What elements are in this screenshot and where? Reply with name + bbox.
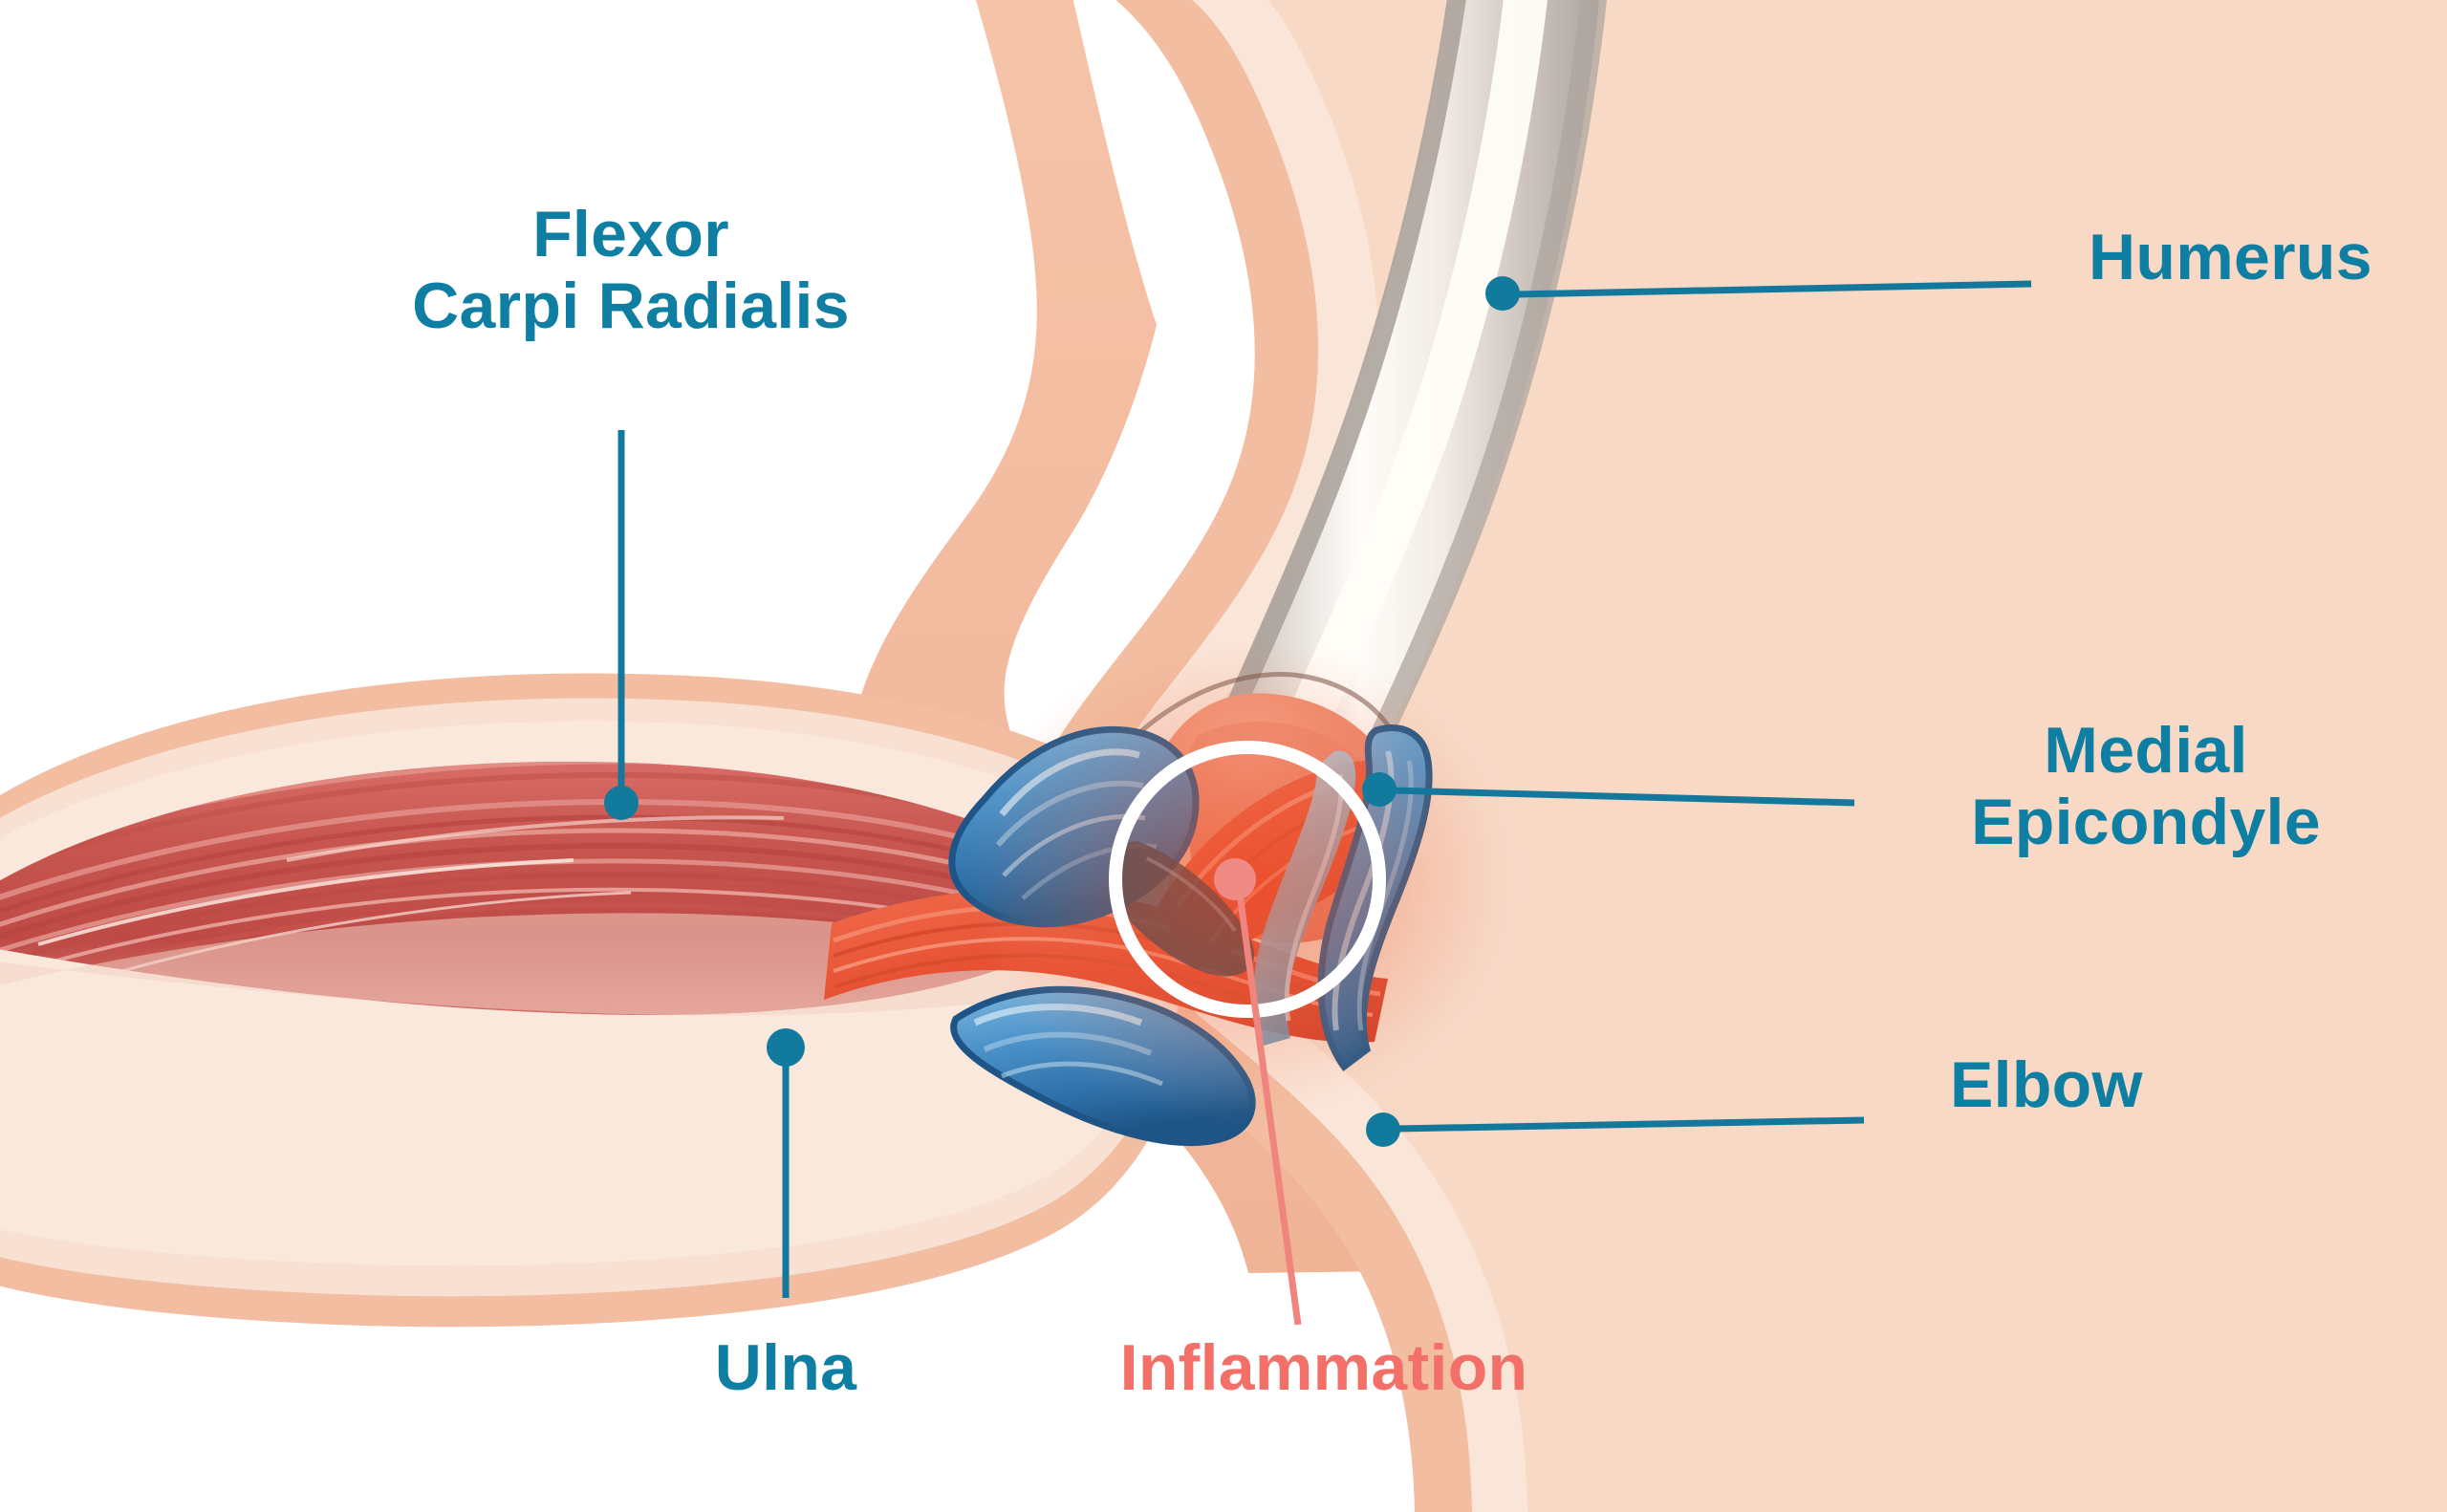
dot-ulna [767,1028,805,1067]
leader-inflammation [1236,893,1302,1326]
dot-humerus [1485,276,1520,311]
label-ulna: Ulna [714,1331,857,1404]
label-flexor-carpi-radialis: Flexor Carpi Radialis [412,198,850,342]
leader-lines [604,276,2032,1326]
leader-humerus [1514,280,2032,298]
leader-medial-epicondyle [1391,787,1855,807]
label-inflammation: Inflammation [1119,1331,1528,1404]
dot-elbow [1366,1112,1400,1147]
label-humerus: Humerus [2089,221,2372,293]
dot-flexor-carpi-radialis [604,786,639,820]
forearm [0,673,1204,1328]
leader-elbow [1395,1116,1865,1133]
dot-medial-epicondyle [1362,772,1397,807]
dot-inflammation [1214,858,1256,900]
humerus-edge-left [1189,0,1466,801]
label-elbow: Elbow [1950,1048,2143,1121]
inflammation-highlight-ring [1109,741,1386,1018]
humerus-highlight [1262,0,1548,793]
label-medial-epicondyle: Medial Epicondyle [1971,714,2321,858]
humerus-edge-right [1327,0,1607,839]
